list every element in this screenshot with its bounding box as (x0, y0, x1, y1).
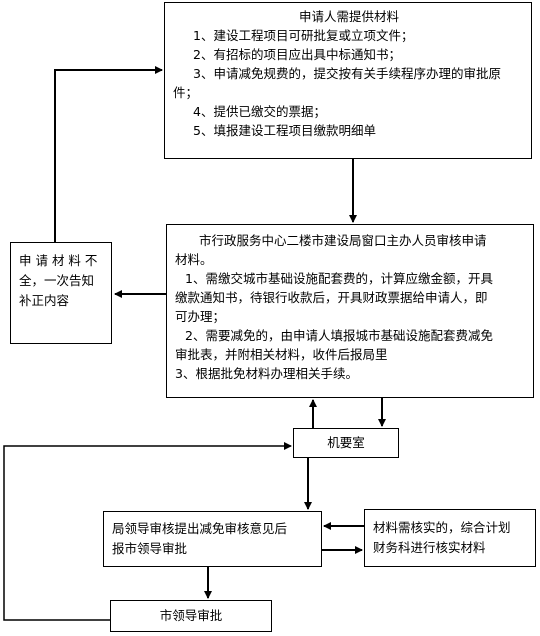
applicant-title: 申请人需提供材料 (298, 9, 399, 24)
box-incomplete-materials: 申 请 材 料 不 全，一次告知 补正内容 (10, 242, 112, 344)
city-leader-label: 市领导审批 (159, 608, 223, 623)
arrow-incomplete-to-applicant (54, 66, 163, 242)
arrow-city-to-office (3, 442, 292, 621)
review-line-2: 材料。 (175, 252, 213, 267)
box-city-leader-approval: 市领导审批 (110, 600, 272, 632)
review-line-4: 缴款通知书，待银行收款后，开具财政票据给申请人，即 (175, 290, 488, 305)
review-line-6: 2、需要减免的，由申请人填报城市基础设施配套费减免 (185, 328, 493, 343)
applicant-item-2: 2、有招标的项目应出具中标通知书； (193, 47, 401, 62)
incomplete-line-2: 全，一次告知 (19, 273, 95, 288)
box-confidential-office: 机要室 (293, 428, 399, 458)
box-finance-verification: 材料需核实的，综合计划 财务科进行核实材料 (364, 509, 536, 567)
box-applicant-materials: 申请人需提供材料 1、建设工程项目可研批复或立项文件； 2、有招标的项目应出具中… (164, 2, 532, 159)
applicant-item-1: 1、建设工程项目可研批复或立项文件； (193, 28, 414, 43)
bureau-line-1: 局领导审核提出减免审核意见后 (112, 521, 288, 536)
review-line-3: 1、需缴交城市基础设施配套费的，计算应缴金额，开具 (185, 271, 493, 286)
applicant-item-3: 3、申请减免规费的，提交按有关手续程序办理的审批原 (193, 66, 501, 81)
office-label: 机要室 (327, 435, 365, 450)
review-line-1: 市行政服务中心二楼市建设局窗口主办人员审核申请 (199, 233, 487, 248)
finance-line-1: 材料需核实的，综合计划 (373, 520, 511, 535)
applicant-item-4: 4、提供已缴交的票据； (193, 104, 326, 119)
bureau-line-2: 报市领导审批 (112, 541, 188, 556)
box-bureau-leader-review: 局领导审核提出减免审核意见后 报市领导审批 (103, 511, 322, 567)
box-window-review: 市行政服务中心二楼市建设局窗口主办人员审核申请 材料。 1、需缴交城市基础设施配… (166, 224, 534, 398)
review-line-7: 审批表，并附相关材料，收件后报局里 (175, 347, 388, 362)
incomplete-line-1: 申 请 材 料 不 (19, 253, 98, 268)
applicant-item-5: 5、填报建设工程项目缴款明细单 (193, 123, 376, 138)
review-line-5: 可办理； (175, 309, 226, 324)
review-line-8: 3、根据批免材料办理相关手续。 (175, 366, 358, 381)
finance-line-2: 财务科进行核实材料 (373, 540, 486, 555)
incomplete-line-3: 补正内容 (19, 293, 70, 308)
applicant-item-3-cont: 件； (173, 85, 199, 100)
